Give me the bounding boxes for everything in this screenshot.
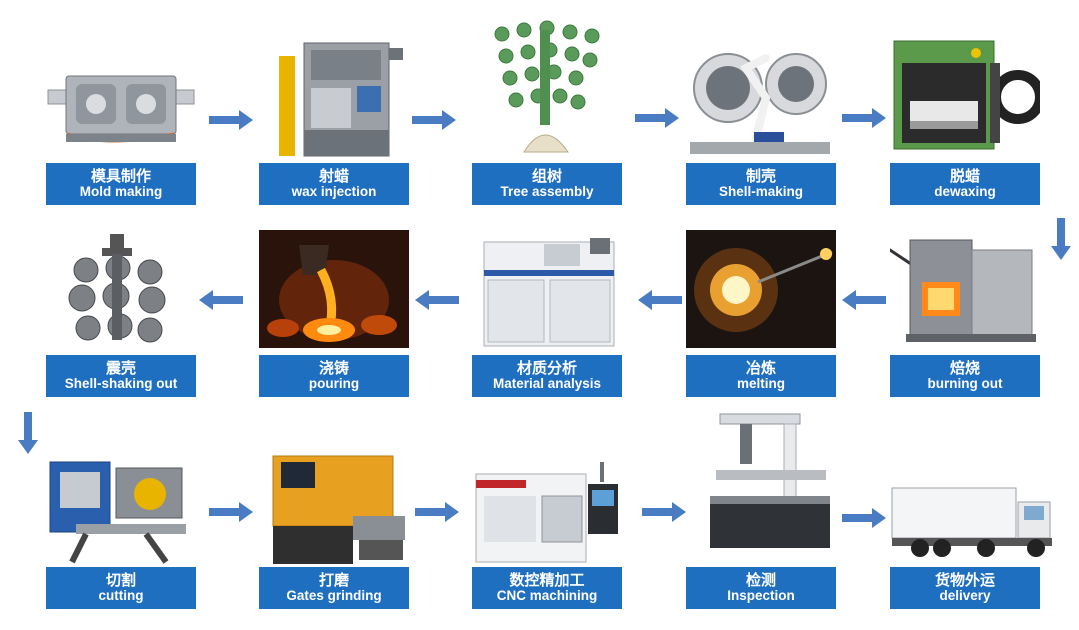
step-cutting: 切割 cutting <box>46 446 196 609</box>
step-label: 焙烧 burning out <box>890 355 1040 397</box>
step-label: 制壳 Shell-making <box>686 163 836 205</box>
step-title-zh: 射蜡 <box>318 167 349 186</box>
step-label: 模具制作 Mold making <box>46 163 196 205</box>
step-title-en: Mold making <box>79 183 163 199</box>
spectrometer-icon <box>472 228 622 348</box>
arrow-right-icon <box>412 110 456 130</box>
step-title-en: Shell-shaking out <box>64 375 178 391</box>
step-tree-assembly: 组树 Tree assembly <box>472 20 622 205</box>
step-title-zh: 脱蜡 <box>949 167 980 186</box>
arrow-right-icon <box>635 108 679 128</box>
step-shell-making: 制壳 Shell-making <box>686 28 836 205</box>
step-title-zh: 浇铸 <box>318 359 349 378</box>
step-title-en: wax injection <box>291 183 377 199</box>
step-title-zh: 焙烧 <box>949 359 980 378</box>
cmm-icon <box>686 410 836 558</box>
step-inspection: 检测 Inspection <box>686 410 836 609</box>
grinding-machine-icon <box>259 446 409 566</box>
cnc-machine-icon <box>472 446 622 566</box>
step-title-zh: 制壳 <box>745 167 776 186</box>
step-burning-out: 焙烧 burning out <box>890 228 1040 397</box>
molten-metal-icon <box>686 228 836 348</box>
arrow-left-icon <box>638 290 682 310</box>
step-label: 震壳 Shell-shaking out <box>46 355 196 397</box>
step-title-en: Gates grinding <box>286 587 382 603</box>
step-label: 切割 cutting <box>46 567 196 609</box>
furnace-icon <box>890 228 1040 348</box>
step-title-en: cutting <box>98 587 144 603</box>
step-title-zh: 检测 <box>745 571 776 590</box>
wax-injection-machine-icon <box>259 38 409 158</box>
step-title-en: pouring <box>308 375 360 391</box>
step-label: 冶炼 melting <box>686 355 836 397</box>
step-label: 打磨 Gates grinding <box>259 567 409 609</box>
arrow-right-icon <box>842 108 886 128</box>
step-title-en: Inspection <box>727 587 795 603</box>
step-dewaxing: 脱蜡 dewaxing <box>890 33 1040 205</box>
step-title-en: burning out <box>927 375 1003 391</box>
step-title-zh: 震壳 <box>105 359 136 378</box>
arrow-right-icon <box>209 110 253 130</box>
step-title-en: Shell-making <box>718 183 804 199</box>
step-melting: 冶炼 melting <box>686 228 836 397</box>
step-shell-shaking-out: 震壳 Shell-shaking out <box>46 228 196 397</box>
arrow-right-icon <box>842 508 886 528</box>
step-title-zh: 数控精加工 <box>509 571 585 590</box>
pouring-icon <box>259 228 409 348</box>
step-gates-grinding: 打磨 Gates grinding <box>259 446 409 609</box>
step-label: 数控精加工 CNC machining <box>472 567 622 609</box>
arrow-down-icon <box>1051 218 1071 260</box>
step-title-zh: 材质分析 <box>516 359 577 378</box>
step-title-en: CNC machining <box>496 587 598 603</box>
arrow-right-icon <box>415 502 459 522</box>
step-label: 材质分析 Material analysis <box>472 355 622 397</box>
step-label: 检测 Inspection <box>686 567 836 609</box>
arrow-right-icon <box>209 502 253 522</box>
mold-icon <box>46 38 196 158</box>
step-title-zh: 冶炼 <box>745 359 776 378</box>
step-label: 货物外运 delivery <box>890 567 1040 609</box>
step-label: 浇铸 pouring <box>259 355 409 397</box>
step-title-zh: 货物外运 <box>934 571 995 590</box>
arrow-left-icon <box>415 290 459 310</box>
autoclave-icon <box>890 33 1040 153</box>
step-title-en: melting <box>736 375 785 391</box>
step-title-en: Tree assembly <box>500 183 594 199</box>
wax-tree-icon <box>472 20 622 158</box>
step-title-en: dewaxing <box>934 183 996 199</box>
step-title-zh: 切割 <box>105 571 136 590</box>
step-material-analysis: 材质分析 Material analysis <box>472 228 622 397</box>
step-label: 脱蜡 dewaxing <box>890 163 1040 205</box>
cutting-machine-icon <box>46 446 196 566</box>
truck-icon <box>890 480 1060 560</box>
step-label: 射蜡 wax injection <box>259 163 409 205</box>
step-cnc-machining: 数控精加工 CNC machining <box>472 446 622 609</box>
shell-robot-icon <box>686 28 836 158</box>
arrow-down-icon <box>18 412 38 454</box>
arrow-left-icon <box>842 290 886 310</box>
arrow-right-icon <box>642 502 686 522</box>
step-title-zh: 打磨 <box>318 571 349 590</box>
step-title-zh: 模具制作 <box>90 167 151 186</box>
step-label: 组树 Tree assembly <box>472 163 622 205</box>
step-title-en: Material analysis <box>492 375 602 391</box>
casting-cluster-icon <box>46 228 196 348</box>
step-pouring: 浇铸 pouring <box>259 228 409 397</box>
step-delivery: 货物外运 delivery <box>890 480 1052 609</box>
step-title-en: delivery <box>939 587 991 603</box>
step-title-zh: 组树 <box>531 167 562 186</box>
arrow-left-icon <box>199 290 243 310</box>
step-wax-injection: 射蜡 wax injection <box>259 38 409 205</box>
step-mold-making: 模具制作 Mold making <box>46 38 196 205</box>
